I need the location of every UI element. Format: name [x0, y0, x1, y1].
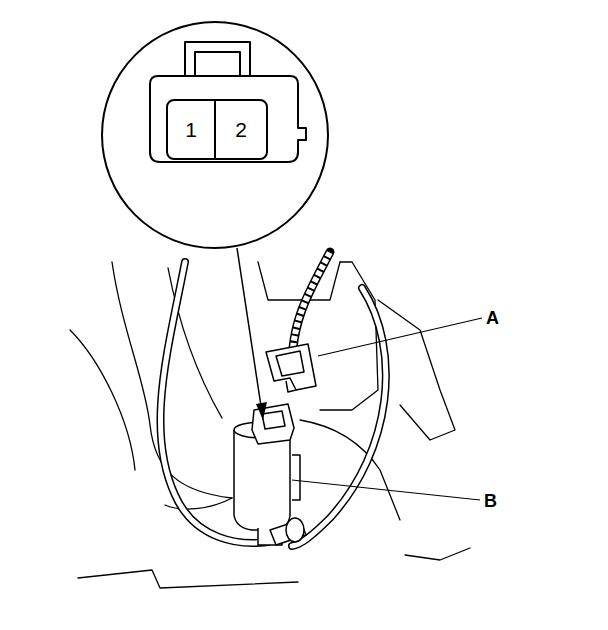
body-outline	[70, 262, 470, 588]
connector-pin-cell: 1	[166, 99, 216, 160]
part-label: B	[484, 492, 497, 510]
leader-line	[292, 318, 482, 500]
pointer-arrow	[237, 248, 267, 420]
detail-circle	[102, 22, 328, 248]
pin-number: 2	[235, 119, 247, 140]
connector-pin-cell: 2	[214, 99, 268, 160]
wire-harness	[293, 252, 330, 348]
connector-face	[150, 42, 306, 162]
part-label: A	[486, 309, 499, 327]
pin-number: 1	[185, 119, 197, 140]
pump-b	[234, 404, 306, 545]
connector-a	[266, 344, 316, 392]
washer-hose	[160, 262, 385, 546]
